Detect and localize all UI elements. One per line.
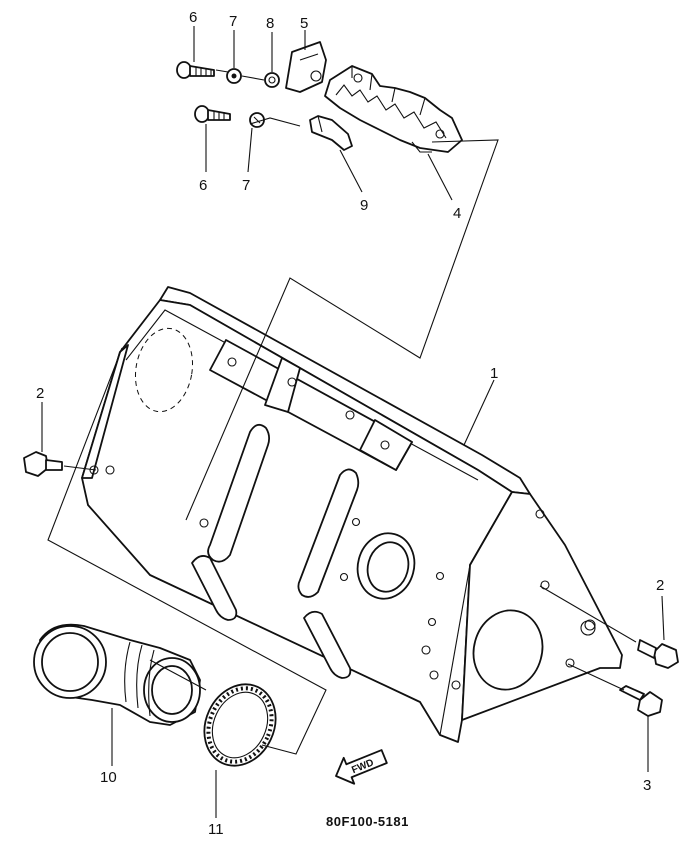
part-6-screw-bottom — [194, 105, 231, 123]
part-9-clip — [309, 115, 353, 151]
callout-2-left: 2 — [36, 385, 44, 402]
callout-6-bottom: 6 — [199, 177, 207, 194]
part-4-bracket — [324, 65, 463, 153]
part-10-joint — [33, 623, 201, 726]
callout-3: 3 — [643, 777, 651, 794]
part-1-main-plate — [81, 286, 623, 743]
callout-8: 8 — [266, 15, 274, 32]
part-7-washer-top — [226, 68, 242, 84]
callout-7-top: 7 — [229, 13, 237, 30]
part-5-plate — [285, 41, 327, 93]
part-2-bolt-right — [637, 639, 679, 669]
callout-7-bottom: 7 — [242, 177, 250, 194]
drawing-code: 80F100-5181 — [326, 814, 409, 829]
callout-6-top: 6 — [189, 9, 197, 26]
forward-arrow-icon: FWD — [335, 749, 388, 785]
part-8-nut — [264, 72, 280, 88]
leader-lines — [41, 26, 665, 818]
callout-1: 1 — [490, 365, 498, 382]
part-11-gasket — [203, 683, 277, 767]
callout-2-right: 2 — [656, 577, 664, 594]
callout-4: 4 — [453, 205, 461, 222]
part-2-bolt-left — [23, 451, 63, 477]
callout-9: 9 — [360, 197, 368, 214]
callout-5: 5 — [300, 15, 308, 32]
callout-11: 11 — [208, 821, 224, 838]
part-6-screw-top — [176, 61, 215, 79]
callout-10: 10 — [100, 769, 117, 786]
callout-numbers: 1 2 2 3 4 5 6 6 7 7 8 9 10 11 — [36, 9, 664, 838]
part-3-bolt — [619, 685, 663, 717]
